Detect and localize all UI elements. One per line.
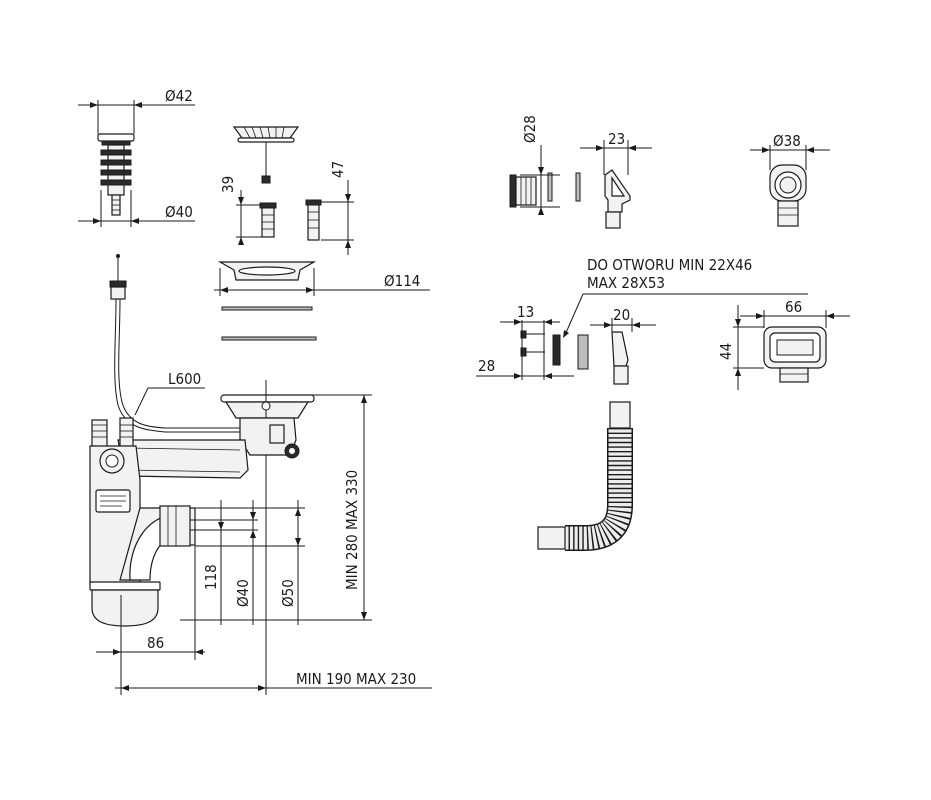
screws-part (520, 330, 545, 357)
dim-w13-label: 13 (517, 303, 534, 321)
sink-flange-part (217, 261, 317, 281)
overflow-inlets-part (91, 417, 134, 449)
flexible-hose-part (537, 401, 633, 551)
control-cable-part (109, 254, 240, 433)
strainer-basket-part (232, 126, 300, 184)
popup-plug-part (97, 133, 135, 216)
overflow-ring-dimension (750, 145, 830, 170)
dim-min280-max330-label: MIN 280 MAX 330 (343, 470, 361, 590)
overflow-nut-part (509, 172, 581, 208)
rect-housing-dimensions (733, 305, 850, 390)
dim-d40-outlet-label: Ø40 (234, 579, 252, 607)
overflow-nut-dimension (520, 145, 560, 215)
dim-h44-label: 44 (717, 343, 735, 360)
overflow-note-leader (563, 293, 808, 338)
dim-w20-label: 20 (613, 306, 630, 324)
dim-h39-label: 39 (219, 176, 237, 193)
dim-w66-label: 66 (785, 298, 802, 316)
dim-w23-label: 23 (608, 130, 625, 148)
dim-d38-label: Ø38 (773, 132, 801, 150)
overflow-elbow-part (604, 169, 631, 229)
dim-d50-label: Ø50 (279, 579, 297, 607)
gaskets-part (221, 306, 317, 341)
dim-h118-label: 118 (202, 564, 220, 590)
dim-d40-top-label: Ø40 (165, 203, 193, 221)
dim-min190-max230-label: MIN 190 MAX 230 (296, 670, 416, 688)
note-overflow-hole-line1: DO OTWORU MIN 22X46 (587, 256, 752, 274)
overflow-elbow-dimension (580, 140, 652, 175)
rect-overflow-cover-part (552, 334, 589, 370)
strainer-body-part (220, 380, 315, 560)
rect-overflow-elbow-part (611, 331, 629, 385)
flange-dimension (214, 268, 430, 296)
dim-w86-label: 86 (147, 634, 164, 652)
note-overflow-hole-line2: MAX 28X53 (587, 274, 665, 292)
dim-l600-label: L600 (168, 370, 201, 388)
dim-h47-label: 47 (329, 161, 347, 178)
dim-w28-label: 28 (478, 357, 495, 375)
popup-plug-dimensions (78, 100, 195, 227)
siphon-body-part (89, 445, 196, 627)
bolt-dimensions (236, 180, 354, 255)
screw-dimensions (476, 319, 574, 380)
rect-overflow-housing-part (763, 326, 827, 383)
bolts-part (259, 199, 322, 241)
dim-d28-label: Ø28 (521, 115, 539, 143)
siphon-dimensions (96, 387, 432, 695)
overflow-ring-part (769, 164, 807, 227)
rect-elbow-dimension (590, 318, 656, 332)
dim-d42-label: Ø42 (165, 87, 193, 105)
dim-d114-label: Ø114 (384, 272, 420, 290)
